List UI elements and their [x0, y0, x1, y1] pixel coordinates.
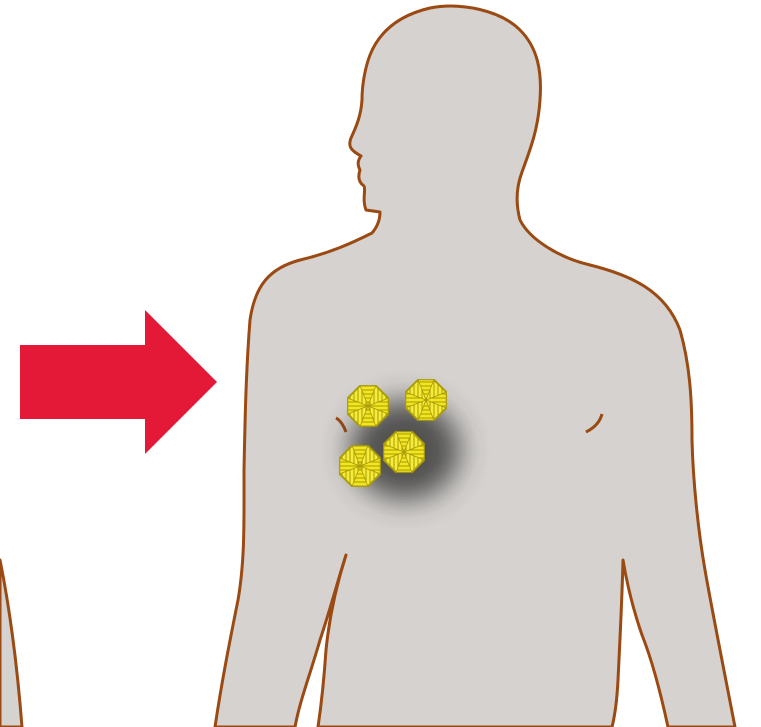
virus-particle-icon [340, 446, 381, 487]
virus-particle-icon [348, 386, 389, 427]
arrow-right-icon [20, 310, 217, 454]
virus-particle-icon [384, 432, 425, 473]
virus-particle-icon [406, 380, 447, 421]
partial-body-silhouette [0, 560, 22, 727]
human-body-silhouette-icon [215, 6, 735, 727]
